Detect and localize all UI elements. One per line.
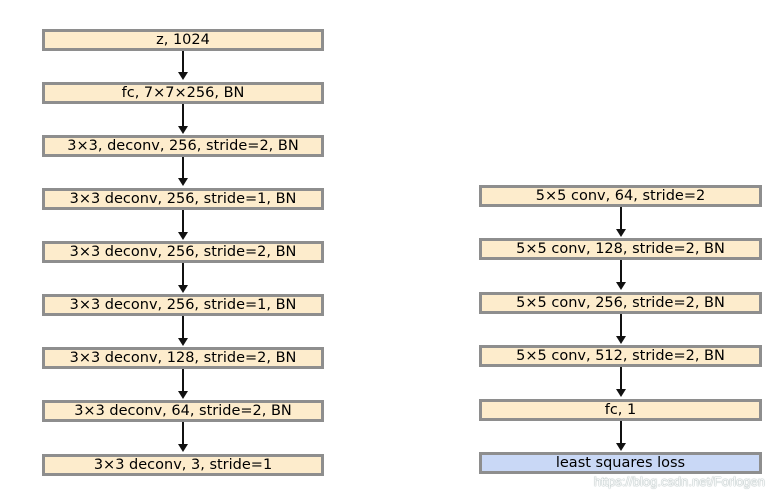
generator-layer-1: fc, 7×7×256, BN (42, 82, 324, 104)
generator-layer-7: 3×3 deconv, 64, stride=2, BN (42, 400, 324, 422)
generator-layer-2: 3×3, deconv, 256, stride=2, BN (42, 135, 324, 157)
discriminator-layer-0: 5×5 conv, 64, stride=2 (479, 185, 762, 207)
generator-layer-0: z, 1024 (42, 29, 324, 51)
loss-box: least squares loss (479, 452, 762, 474)
watermark: https://blog.csdn.net/Forlogen (593, 474, 765, 489)
generator-layer-3: 3×3 deconv, 256, stride=1, BN (42, 188, 324, 210)
generator-layer-5: 3×3 deconv, 256, stride=1, BN (42, 294, 324, 316)
generator-layer-8: 3×3 deconv, 3, stride=1 (42, 454, 324, 476)
discriminator-layer-1: 5×5 conv, 128, stride=2, BN (479, 238, 762, 260)
discriminator-layer-3: 5×5 conv, 512, stride=2, BN (479, 345, 762, 367)
discriminator-layer-2: 5×5 conv, 256, stride=2, BN (479, 292, 762, 314)
discriminator-layer-4: fc, 1 (479, 399, 762, 421)
generator-layer-6: 3×3 deconv, 128, stride=2, BN (42, 347, 324, 369)
generator-layer-4: 3×3 deconv, 256, stride=2, BN (42, 241, 324, 263)
